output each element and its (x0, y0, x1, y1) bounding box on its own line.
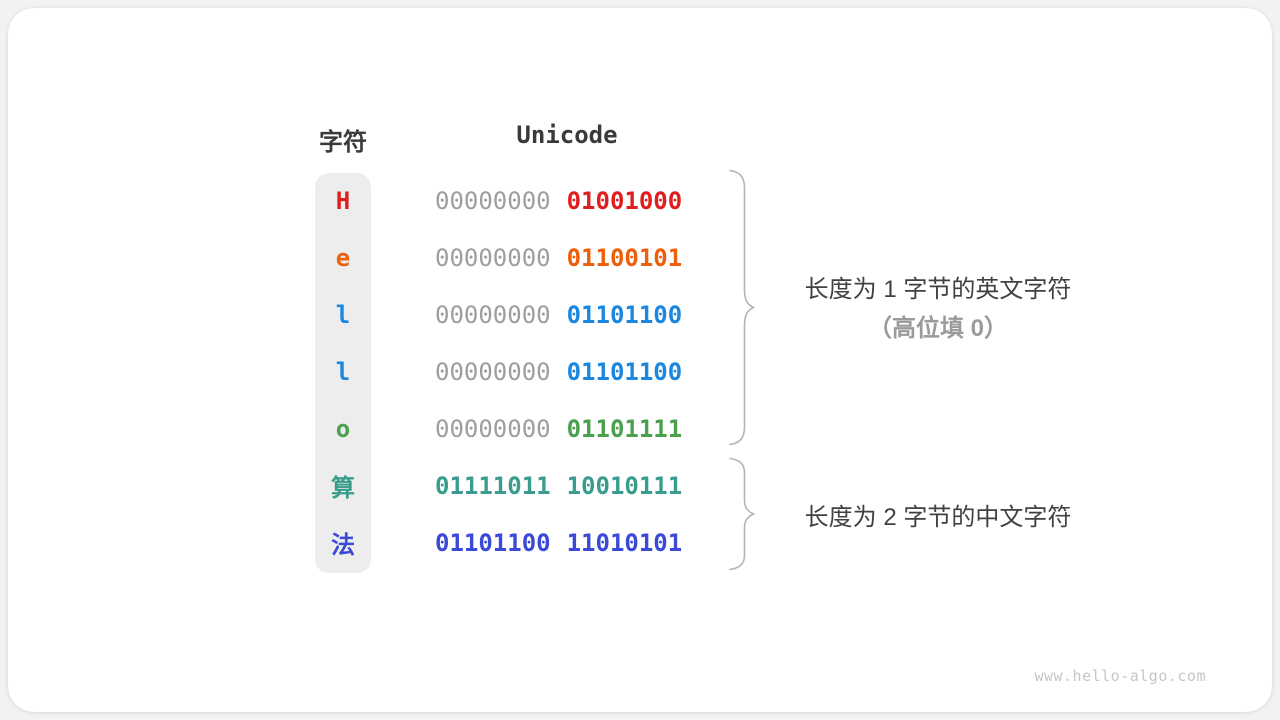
high-byte: 00000000 (435, 414, 551, 443)
annotation-2-byte: 长度为 2 字节的中文字符 (804, 504, 1072, 531)
diagram-card: 字符 Unicode H 00000000 01001000 e 0000000… (8, 8, 1272, 712)
high-byte: 00000000 (435, 243, 551, 272)
table-row: e 00000000 01100101 (315, 229, 682, 286)
annotation-1-byte-line2: （高位填 0） (867, 315, 1008, 343)
char-cell: 法 (331, 531, 355, 559)
unicode-bits: 01101100 11010101 (435, 529, 682, 557)
table-row: 法 01101100 11010101 (315, 514, 682, 571)
low-byte: 01100101 (566, 243, 683, 272)
char-cell: l (335, 357, 351, 386)
char-cell: l (335, 300, 351, 329)
char-cell: e (335, 243, 351, 272)
annotation-1-byte-line1: 长度为 1 字节的英文字符 (804, 276, 1072, 303)
low-byte: 11010101 (566, 528, 683, 557)
unicode-bits: 00000000 01101100 (435, 301, 682, 329)
watermark: www.hello-algo.com (1034, 667, 1206, 685)
low-byte: 01101100 (566, 300, 683, 329)
high-byte: 00000000 (435, 186, 551, 215)
char-cell: o (335, 414, 351, 443)
high-byte: 01101100 (435, 528, 551, 557)
annotation-1-byte: 长度为 1 字节的英文字符 （高位填 0） (776, 274, 1100, 344)
table-row: o 00000000 01101111 (315, 400, 682, 457)
low-byte: 01001000 (566, 186, 683, 215)
table-row: l 00000000 01101100 (315, 343, 682, 400)
unicode-bits: 00000000 01001000 (435, 187, 682, 215)
char-cell: H (335, 186, 351, 215)
unicode-bits: 00000000 01100101 (435, 244, 682, 272)
high-byte: 00000000 (435, 357, 551, 386)
high-byte: 00000000 (435, 300, 551, 329)
brace-1-byte-group (727, 169, 757, 446)
low-byte: 01101100 (566, 357, 683, 386)
char-column-background (315, 173, 371, 573)
brace-2-byte-group (727, 457, 757, 571)
unicode-bits: 01111011 10010111 (435, 472, 682, 500)
low-byte: 10010111 (566, 471, 683, 500)
unicode-bits: 00000000 01101111 (435, 415, 682, 443)
high-byte: 01111011 (435, 471, 551, 500)
table-row: l 00000000 01101100 (315, 286, 682, 343)
table-row: 算 01111011 10010111 (315, 457, 682, 514)
low-byte: 01101111 (566, 414, 683, 443)
char-cell: 算 (331, 474, 355, 502)
column-header-unicode: Unicode (516, 121, 618, 149)
unicode-bits: 00000000 01101100 (435, 358, 682, 386)
column-header-char: 字符 (319, 129, 367, 156)
table-row: H 00000000 01001000 (315, 172, 682, 229)
